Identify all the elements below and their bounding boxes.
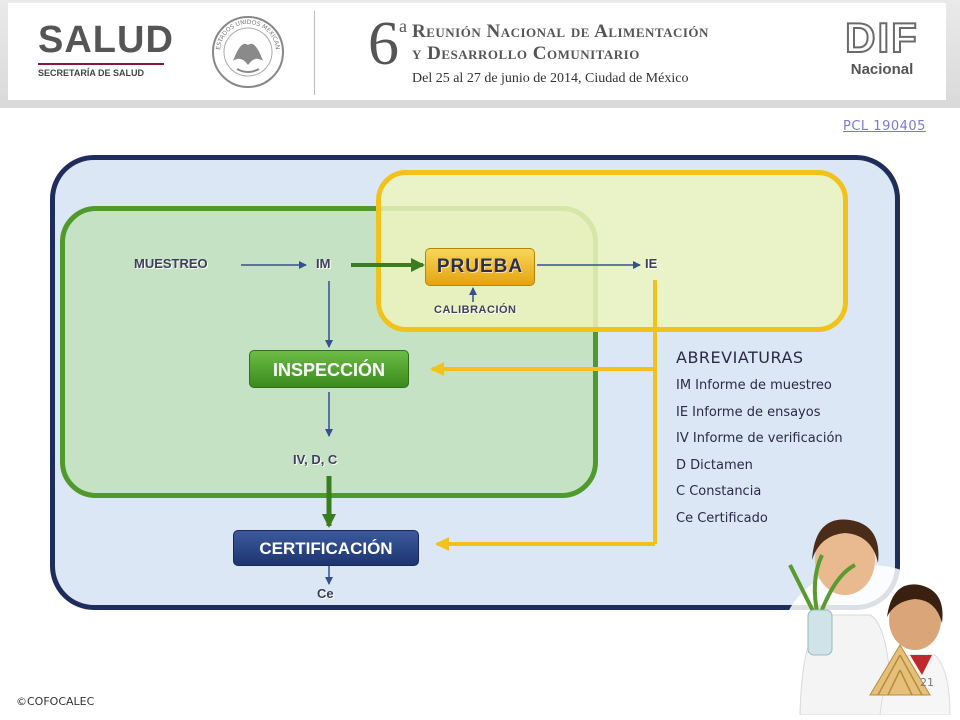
salud-title: SALUD	[38, 19, 174, 61]
event-title-line1: Reunión Nacional de Alimentación	[412, 21, 709, 42]
header-banner: SALUD SECRETARÍA DE SALUD ESTADOS UNIDOS…	[0, 0, 960, 108]
node-muestreo: MUESTREO	[134, 256, 208, 271]
edition-number: 6a	[368, 10, 407, 78]
dif-logo-subtitle: Nacional	[850, 61, 914, 78]
node-ie: IE	[645, 256, 658, 271]
abbreviation-item: IE Informe de ensayos	[676, 404, 821, 420]
abbreviation-item: Ce Certificado	[676, 510, 768, 526]
copyright: ©COFOCALEC	[16, 695, 95, 708]
abbreviation-item: IV Informe de verificación	[676, 431, 843, 446]
salud-logo: SALUD SECRETARÍA DE SALUD	[38, 21, 174, 78]
abbreviation-item: C Constancia	[676, 484, 762, 499]
edition-suffix: a	[399, 16, 407, 36]
page-number: 21	[920, 676, 934, 689]
salud-subtitle: SECRETARÍA DE SALUD	[38, 63, 164, 78]
node-iv-d-c: IV, D, C	[293, 452, 338, 467]
event-title-line2: y Desarrollo Comunitario	[412, 43, 640, 64]
children-photo	[780, 519, 955, 715]
abbreviations-title: ABREVIATURAS	[676, 348, 804, 367]
node-calibracion: CALIBRACIÓN	[434, 304, 517, 316]
testing-scope-container	[376, 170, 848, 332]
abbreviations-panel: ABREVIATURAS IM Informe de muestreo IE I…	[676, 348, 896, 532]
node-certificacion-box: CERTIFICACIÓN	[233, 530, 419, 566]
node-prueba-box: PRUEBA	[425, 248, 535, 286]
event-dates: Del 25 al 27 de junio de 2014, Ciudad de…	[412, 71, 689, 86]
node-inspeccion-box: INSPECCIÓN	[249, 350, 409, 388]
abbreviation-item: IM Informe de muestreo	[676, 378, 832, 393]
node-ce: Ce	[317, 586, 334, 601]
mexico-seal-icon: ESTADOS UNIDOS MEXICANOS	[211, 15, 284, 88]
node-im: IM	[316, 256, 331, 271]
reference-code-link[interactable]: PCL 190405	[843, 119, 926, 134]
dif-logo-letters: DIF	[844, 14, 919, 61]
header-inner: SALUD SECRETARÍA DE SALUD ESTADOS UNIDOS…	[8, 3, 946, 100]
abbreviation-item: D Dictamen	[676, 457, 753, 473]
header-divider	[314, 11, 315, 95]
dif-logo: DIF Nacional	[842, 14, 922, 79]
